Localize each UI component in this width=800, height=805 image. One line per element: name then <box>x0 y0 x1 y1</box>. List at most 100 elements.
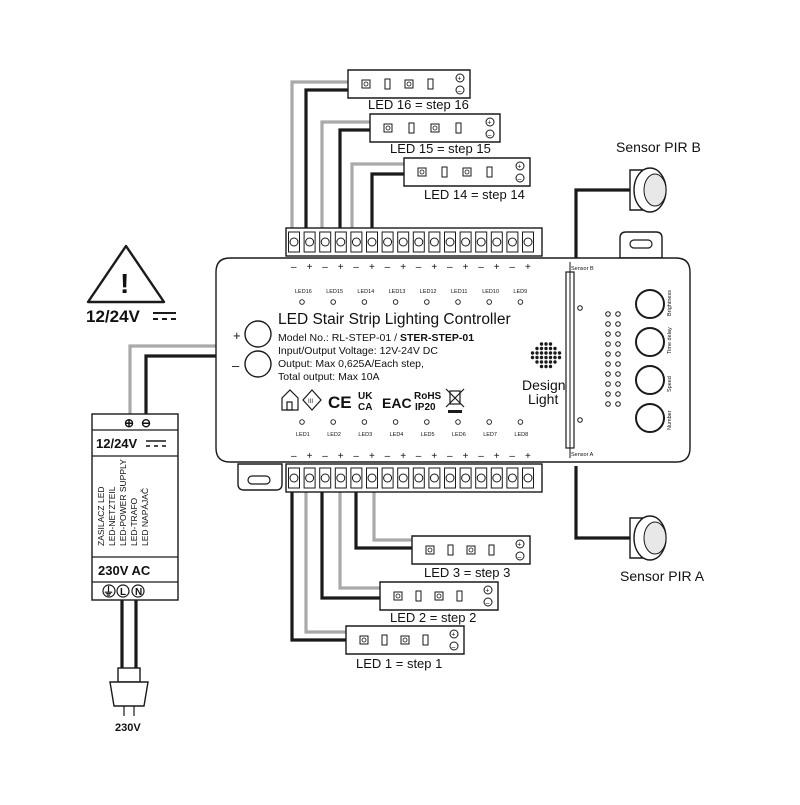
setting-knob-label: Time delay <box>667 327 673 354</box>
psu-line-3: LED-POWER SUPPLY <box>118 459 128 546</box>
terminal-screw <box>523 237 533 247</box>
led-channel-label: LED12 <box>420 289 437 295</box>
terminal-block-bottom <box>285 463 543 493</box>
ce-mark: CE <box>328 393 352 412</box>
led-indicator-dot <box>486 299 492 305</box>
terminal-screw <box>336 237 346 247</box>
polarity-mark: + <box>494 451 500 462</box>
terminal-polarity-top: –+–+–+–+–+–+–+–+ <box>291 262 531 273</box>
led-indicator-dot <box>299 419 305 425</box>
polarity-mark: – <box>509 451 515 462</box>
sensor-b-label: Sensor PIR B <box>616 139 701 155</box>
polarity-mark: + <box>338 451 344 462</box>
mount-tab-bottom-left <box>237 463 283 491</box>
warning-voltage: 12/24V <box>86 307 141 326</box>
terminal-screw <box>414 473 424 483</box>
led-indicator-dot <box>299 299 305 305</box>
strip-label-15: LED 15 = step 15 <box>390 141 491 156</box>
polarity-mark: + <box>431 451 437 462</box>
setting-dot-indicators <box>577 305 621 423</box>
setting-knob-2 <box>635 365 665 395</box>
brand-light: Light <box>528 391 558 407</box>
led-channel-label: LED6 <box>452 432 466 438</box>
psu-line-4: LED-TRAFO <box>129 497 139 546</box>
terminal-screw <box>461 237 471 247</box>
psu-line-1: ZASILACZ LED <box>96 486 106 546</box>
psu-line-5: LED NAPÁJAČ <box>140 488 150 546</box>
sensor-b-port-label: Sensor B <box>571 266 594 272</box>
led-channel-label: LED5 <box>421 432 435 438</box>
power-plug-icon <box>109 667 149 716</box>
terminal-screw <box>367 237 377 247</box>
terminal-screw <box>492 473 502 483</box>
terminal-screw <box>398 473 408 483</box>
polarity-mark: – <box>447 262 453 273</box>
rohs-mark: RoHS <box>414 391 442 402</box>
eac-mark: EAC <box>382 395 412 411</box>
led-indicator-dot <box>424 419 430 425</box>
led-indicator-dot <box>392 419 399 425</box>
terminal-screw <box>289 237 299 247</box>
terminal-screw <box>507 237 517 247</box>
strip-plus: + <box>517 542 521 549</box>
polarity-mark: – <box>322 262 328 273</box>
polarity-mark: + <box>431 262 437 273</box>
polarity-mark: + <box>307 451 313 462</box>
warning-triangle-icon: ! <box>86 244 166 304</box>
terminal-screw <box>429 237 439 247</box>
polarity-mark: – <box>447 451 453 462</box>
terminal-screw <box>320 237 330 247</box>
svg-text:!: ! <box>120 268 129 299</box>
psu-terminal-l: L <box>120 587 126 598</box>
svg-text:III: III <box>308 399 313 405</box>
controller-title: LED Stair Strip Lighting Controller <box>278 311 511 328</box>
psu-description: ZASILACZ LED LED-NETZTEIL LED-POWER SUPP… <box>96 459 150 546</box>
terminal-screw <box>305 237 315 247</box>
strip-minus: – <box>518 176 522 183</box>
strip-plus: + <box>517 164 521 171</box>
terminal-screw <box>383 473 393 483</box>
polarity-mark: – <box>416 262 422 273</box>
psu-line-2: LED-NETZTEIL <box>107 486 117 546</box>
terminal-screw <box>305 473 315 483</box>
strip-minus: – <box>458 88 462 95</box>
led-channel-label: LED9 <box>513 289 527 295</box>
led-indicator-dot <box>361 299 368 305</box>
ip-rating: IP20 <box>415 402 436 413</box>
strip-label-16: LED 16 = step 16 <box>368 97 469 112</box>
strip-plus: + <box>485 588 489 595</box>
strip-label-14: LED 14 = step 14 <box>424 187 525 202</box>
class-iii-icon: III <box>302 389 322 411</box>
polarity-mark: + <box>338 262 344 273</box>
setting-knob-1 <box>635 327 665 357</box>
strip-label-1: LED 1 = step 1 <box>356 656 442 671</box>
polarity-mark: + <box>369 451 375 462</box>
terminal-screw <box>336 473 346 483</box>
polarity-mark: – <box>353 262 359 273</box>
terminal-screw <box>523 473 533 483</box>
led-indicator-dot <box>392 299 399 305</box>
polarity-mark: + <box>463 451 469 462</box>
terminal-polarity-bottom: –+–+–+–+–+–+–+–+ <box>291 451 531 462</box>
psu-terminal-n: N <box>135 587 142 598</box>
psu-ac-rating: 230V AC <box>98 563 151 578</box>
strip-plus: + <box>457 76 461 83</box>
house-icon <box>281 389 299 411</box>
polarity-mark: – <box>322 451 328 462</box>
design-light-logo-icon <box>530 342 562 369</box>
led-indicator-dot <box>517 299 524 305</box>
terminal-screw <box>476 473 486 483</box>
terminal-screw <box>398 237 408 247</box>
mount-tab-top-right <box>619 231 663 259</box>
controller-body <box>215 257 691 463</box>
polarity-mark: – <box>416 451 422 462</box>
weee-bin-icon <box>445 388 465 413</box>
led-indicator-dot <box>455 419 461 425</box>
led-channel-label: LED15 <box>326 289 343 295</box>
terminal-screw <box>414 237 424 247</box>
polarity-mark: + <box>525 451 531 462</box>
polarity-mark: – <box>478 262 484 273</box>
